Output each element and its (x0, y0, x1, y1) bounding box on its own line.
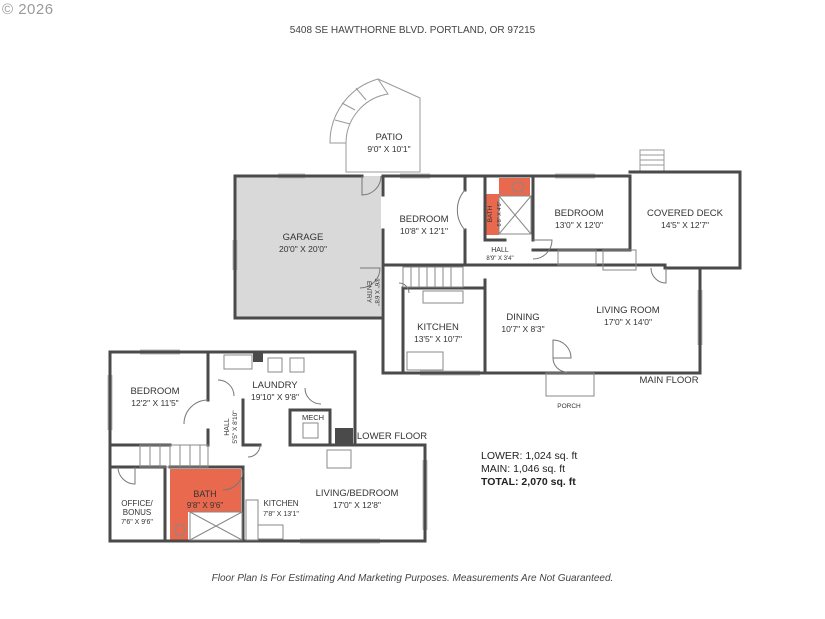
area-summary: LOWER: 1,024 sq. ft MAIN: 1,046 sq. ft T… (481, 450, 577, 489)
covered-deck-dims: 14'5" X 12'7" (661, 220, 709, 230)
property-address: 5408 SE HAWTHORNE BLVD. PORTLAND, OR 972… (289, 25, 536, 36)
bedroom-lower-dims: 12'2" X 11'5" (131, 398, 178, 408)
copyright-watermark: © 2026 (2, 1, 54, 18)
office-dims: 7'6" X 9'6" (121, 519, 153, 526)
bath-lower-dims: 9'8" X 9'6" (187, 501, 223, 510)
dining-dims: 10'7" X 8'3" (501, 324, 544, 334)
porch-label: PORCH (557, 403, 581, 410)
office-label-2: BONUS (123, 508, 151, 517)
bedroom-main-2-label: BEDROOM (554, 208, 603, 219)
bedroom-main-2-dims: 13'0" X 12'0" (555, 220, 603, 230)
bedroom-main-1-dims: 10'8" X 12'1" (400, 226, 448, 236)
lower-stairs (139, 444, 209, 468)
lower-doors (117, 379, 322, 491)
covered-deck-label: COVERED DECK (647, 208, 724, 219)
garage-dims: 20'0" X 20'0" (279, 244, 327, 254)
main-stairs (402, 266, 464, 288)
bath-lower-fill (170, 469, 241, 512)
area-main: MAIN: 1,046 sq. ft (481, 463, 566, 475)
entry-label: ENTRY (365, 281, 372, 304)
main-fixtures (406, 181, 637, 397)
mech-label: MECH (302, 413, 324, 422)
kitchen-main-dims: 13'5" X 10'7" (414, 334, 462, 344)
living-room-dims: 17'0" X 14'0" (604, 317, 652, 327)
hall-main-dims: 8'9" X 3'4" (486, 256, 513, 262)
living-room-label: LIVING ROOM (596, 305, 659, 316)
dining-label: DINING (506, 312, 539, 323)
patio-outline (329, 78, 421, 173)
area-total: TOTAL: 2,070 sq. ft (481, 476, 576, 488)
disclaimer: Floor Plan Is For Estimating And Marketi… (211, 573, 614, 584)
bath-main-fill-2 (499, 178, 530, 196)
bath-main-fill (485, 194, 499, 235)
living-bedroom-label: LIVING/BEDROOM (316, 488, 399, 499)
laundry-dims: 19'10" X 9'8" (251, 392, 299, 402)
kitchen-lower-label: KITCHEN (263, 499, 298, 508)
bath-main-label: BATH (487, 205, 494, 222)
living-bedroom-dims: 17'0" X 12'8" (333, 500, 381, 510)
patio-label: PATIO (375, 132, 402, 143)
laundry-post (253, 352, 263, 362)
kitchen-main-label: KITCHEN (417, 322, 459, 333)
hall-lower-dims: 5'5" X 8'10" (232, 410, 239, 444)
room-labels: PATIO 9'0" X 10'1" GARAGE 20'0" X 20'0" … (121, 132, 724, 526)
lower-column (335, 428, 353, 445)
main-floor-label: MAIN FLOOR (639, 375, 698, 386)
office-label-1: OFFICE/ (121, 499, 153, 508)
laundry-label: LAUNDRY (252, 380, 298, 391)
bedroom-main-1-label: BEDROOM (399, 214, 448, 225)
bath-lower-label: BATH (193, 489, 216, 499)
area-lower: LOWER: 1,024 sq. ft (481, 450, 578, 462)
lower-windows (107, 349, 428, 544)
deck-stairs (639, 149, 665, 173)
main-windows (232, 173, 703, 376)
hall-main-label: HALL (491, 247, 509, 254)
lower-floor-label: LOWER FLOOR (357, 431, 427, 442)
bath-main-dims: 6'8" X 4'6" (497, 201, 503, 226)
garage-label: GARAGE (283, 232, 324, 243)
main-floor-walls (233, 170, 742, 375)
kitchen-lower-dims: 7'8" X 13'1" (263, 511, 299, 518)
entry-dims: 3'6" X 6'8" (373, 278, 379, 305)
lower-fixtures (174, 354, 352, 541)
bath-lower-fill-2 (170, 512, 188, 541)
hall-lower-label: HALL (224, 418, 231, 436)
door-swings (359, 175, 667, 373)
patio-dims: 9'0" X 10'1" (367, 144, 410, 154)
garage-fill (236, 176, 381, 318)
bedroom-lower-label: BEDROOM (130, 386, 179, 397)
